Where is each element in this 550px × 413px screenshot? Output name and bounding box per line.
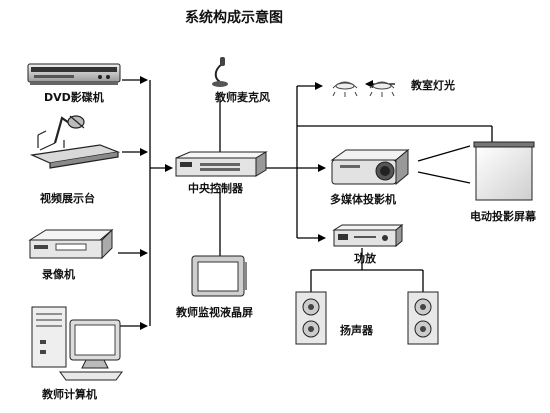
speakers-label: 扬声器 <box>340 324 373 337</box>
projector-beam-bottom <box>417 171 471 184</box>
diagram-title: 系统构成示意图 <box>185 10 283 26</box>
connection-lines <box>118 76 493 330</box>
amplifier-label: 功放 <box>354 252 376 265</box>
amplifier-icon <box>332 223 404 248</box>
lcd-monitor-label: 教师监视液晶屏 <box>176 306 253 319</box>
classroom-lights-icon <box>332 81 395 97</box>
video-recorder-icon <box>28 228 114 260</box>
computer-icon <box>31 306 123 381</box>
controller-label: 中央控制器 <box>188 182 243 195</box>
speaker-left-icon <box>295 291 327 345</box>
projector-icon <box>330 148 410 186</box>
dvd-player-icon <box>27 63 121 85</box>
projector-beam-top <box>417 145 471 162</box>
projection-screen-icon <box>473 141 535 201</box>
speaker-right-icon <box>407 291 439 345</box>
projector-label: 多媒体投影机 <box>330 193 396 206</box>
microphone-icon <box>212 57 228 87</box>
microphone-label: 教师麦克风 <box>215 91 270 104</box>
recorder-label: 录像机 <box>42 268 75 281</box>
screen-label: 电动投影屏幕 <box>470 210 536 223</box>
central-controller-icon <box>175 151 268 177</box>
computer-label: 教师计算机 <box>42 388 97 401</box>
dvd-label: DVD影碟机 <box>44 91 104 104</box>
visualizer-label: 视频展示台 <box>40 192 95 205</box>
visualizer-icon <box>29 115 121 169</box>
lights-label: 教室灯光 <box>411 79 455 92</box>
lcd-monitor-icon <box>191 255 247 297</box>
